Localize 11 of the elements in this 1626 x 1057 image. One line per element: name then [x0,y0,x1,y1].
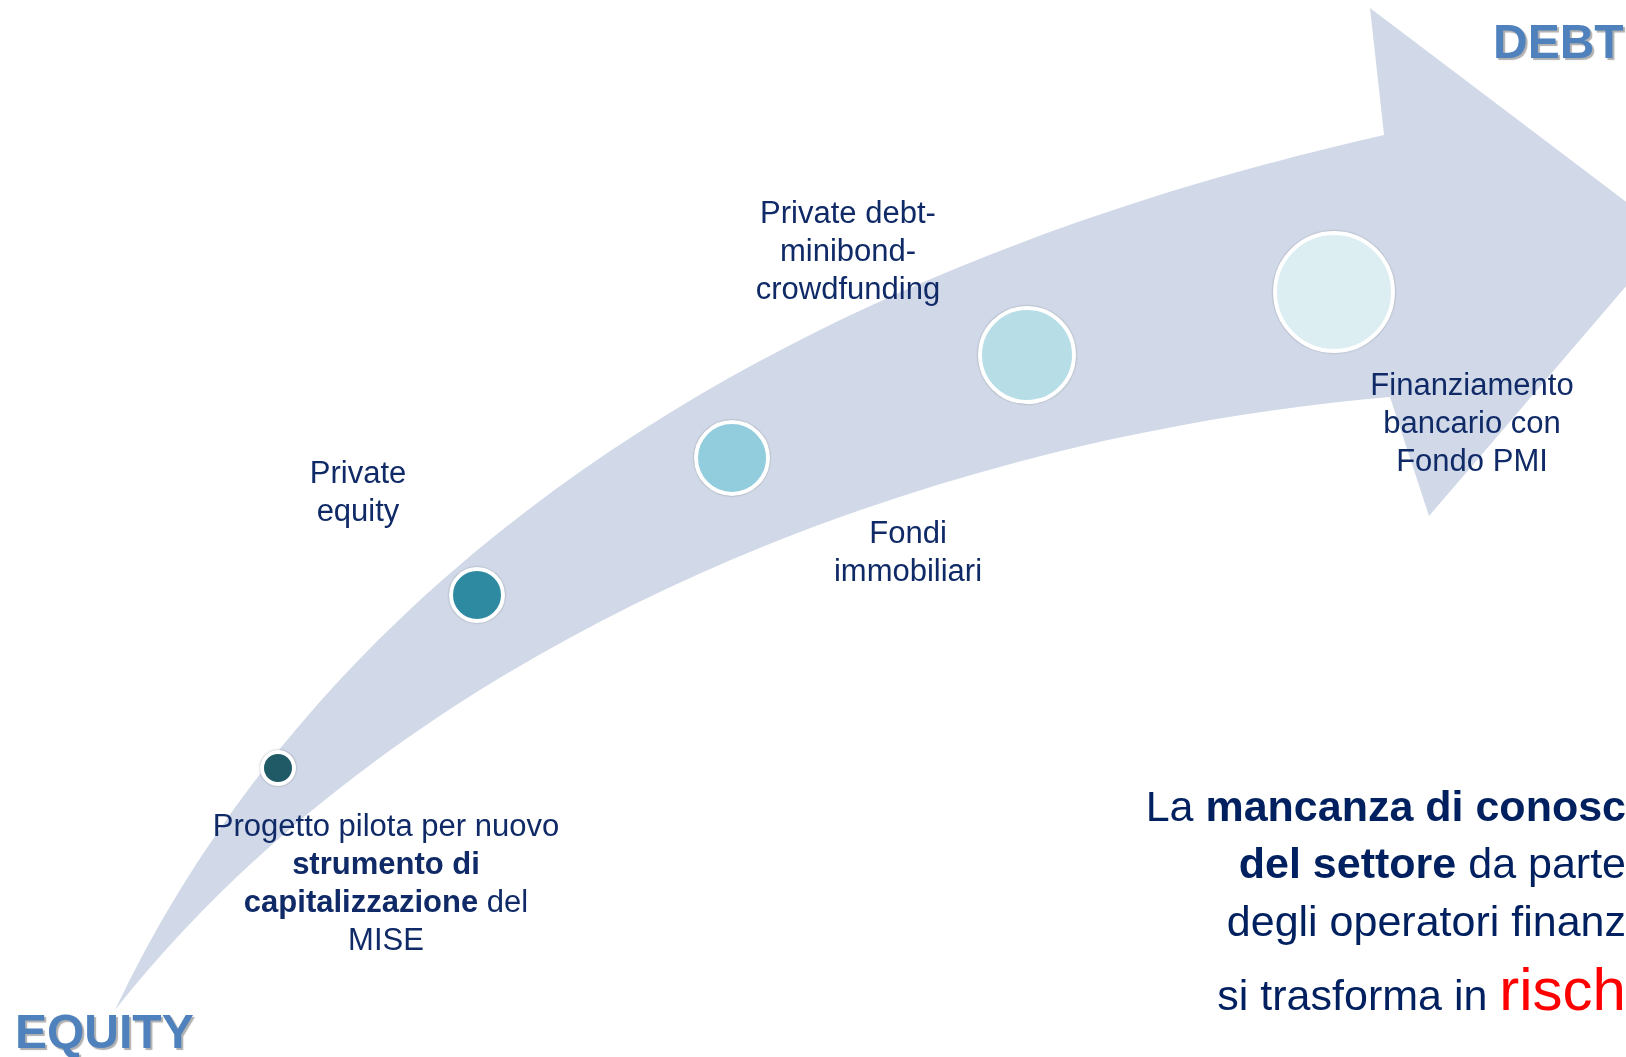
note-text: del settore da parte [1238,839,1626,889]
note-text: si trasforma in risch [1217,955,1626,1024]
node-caption: Finanziamento bancario con Fondo PMI [1369,366,1575,480]
note-text: La mancanza di conosc [1145,782,1626,832]
node-caption: Fondi immobiliari [832,514,984,590]
axis-label: DEBT [1493,18,1624,66]
note-text: degli operatori finanz [1226,897,1626,947]
node-caption: Private equity [308,454,408,530]
node-caption: Progetto pilota per nuovo strumento di capitalizzazione del MISE [211,807,561,959]
axis-label: EQUITY [15,1008,194,1056]
node-caption: Private debt-minibond-crowdfunding [754,194,942,308]
